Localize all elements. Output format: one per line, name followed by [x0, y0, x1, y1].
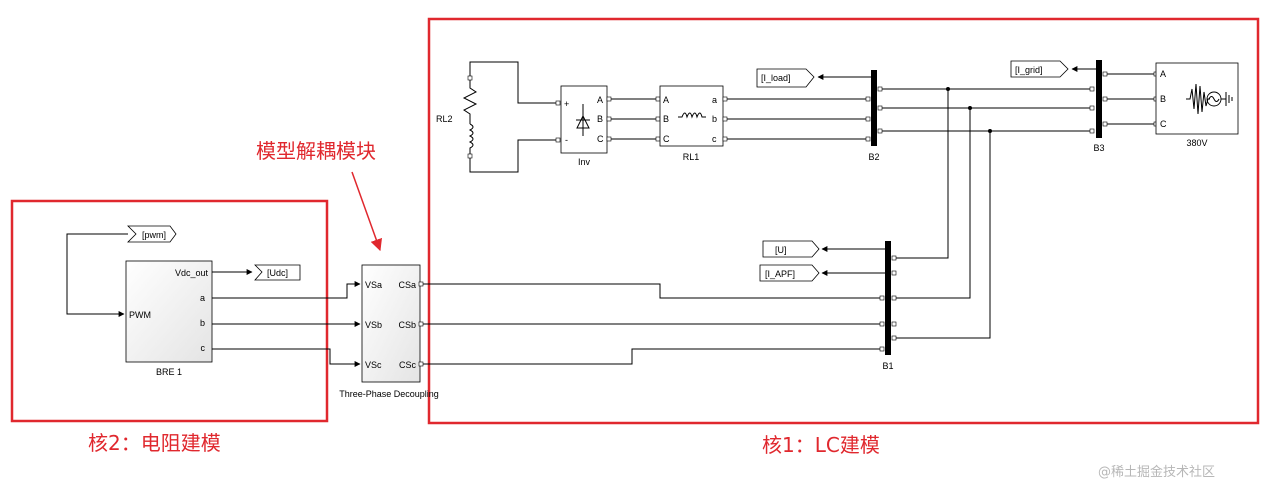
- core1-annotation: 核1：LC建模: [762, 433, 880, 457]
- i-grid-tag[interactable]: [1010, 60, 1069, 78]
- pwm-port-label: PWM: [129, 310, 151, 320]
- inv-c: C: [597, 134, 604, 144]
- core2-annotation: 核2：电阻建模: [88, 431, 221, 455]
- i-load-tag[interactable]: [756, 68, 815, 88]
- src-b: B: [1160, 94, 1166, 104]
- b3-bus[interactable]: [1096, 60, 1102, 138]
- a-port-label: a: [200, 293, 205, 303]
- inductor-icon: [678, 112, 706, 119]
- b1-name: B1: [882, 361, 893, 371]
- csc-label: CSc: [399, 360, 417, 370]
- pwm-tag[interactable]: [127, 225, 177, 243]
- src-c: C: [1160, 119, 1167, 129]
- i-apf-tag[interactable]: [759, 264, 820, 282]
- diode-icon: [576, 114, 590, 129]
- vdc-port-label: Vdc_out: [175, 268, 209, 278]
- rl1-b-out: b: [712, 114, 717, 124]
- vsc-label: VSc: [365, 360, 382, 370]
- rl2-block[interactable]: RL2: [436, 75, 478, 159]
- rl1-c-in: C: [663, 134, 670, 144]
- b1-bus[interactable]: [885, 241, 891, 355]
- inv-b: B: [597, 114, 603, 124]
- rl1-b-in: B: [663, 114, 669, 124]
- inverter-block[interactable]: + - A B C Inv: [560, 85, 608, 167]
- rl1-a-out: a: [712, 95, 717, 105]
- i-grid-tag-label: [I_grid]: [1015, 65, 1043, 75]
- decoupling-annotation: 模型解耦模块: [256, 139, 376, 163]
- rl1-block[interactable]: A B C a b c RL1: [659, 85, 724, 162]
- inv-name: Inv: [578, 157, 591, 167]
- vsa-label: VSa: [365, 280, 382, 290]
- ac-source-icon: [1186, 83, 1233, 115]
- inv-minus: -: [565, 135, 568, 145]
- udc-tag[interactable]: [254, 264, 301, 281]
- decoupling-block[interactable]: VSa VSb VSc CSa CSb CSc Three-Phase Deco…: [339, 264, 439, 399]
- u-tag-label: [U]: [775, 245, 787, 255]
- i-load-tag-label: [I_load]: [761, 73, 791, 83]
- pwm-tag-label: [pwm]: [142, 230, 166, 240]
- pwm-block[interactable]: PWM Vdc_out a b c BRE 1: [125, 260, 213, 377]
- rl1-name: RL1: [683, 152, 700, 162]
- core2-frame: [10, 199, 329, 423]
- rl1-a-in: A: [663, 95, 669, 105]
- rl1-c-out: c: [712, 134, 717, 144]
- decoupling-name: Three-Phase Decoupling: [339, 389, 439, 399]
- rl2-name: RL2: [436, 114, 453, 124]
- csb-label: CSb: [398, 320, 416, 330]
- csa-label: CSa: [398, 280, 416, 290]
- source-block[interactable]: A B C 380V: [1155, 62, 1239, 148]
- u-tag[interactable]: [762, 240, 820, 258]
- b3-name: B3: [1093, 143, 1104, 153]
- inv-a: A: [597, 95, 603, 105]
- b2-bus[interactable]: [871, 70, 877, 146]
- source-name: 380V: [1186, 138, 1207, 148]
- c-port-label: c: [201, 343, 206, 353]
- src-a: A: [1160, 69, 1166, 79]
- i-apf-tag-label: [I_APF]: [765, 269, 795, 279]
- watermark: @稀土掘金技术社区: [1098, 464, 1215, 480]
- b2-name: B2: [868, 152, 879, 162]
- vsb-label: VSb: [365, 320, 382, 330]
- pwm-block-name: BRE 1: [156, 367, 182, 377]
- udc-tag-label: [Udc]: [267, 268, 288, 278]
- inv-plus: +: [564, 99, 569, 109]
- decoupling-arrow: [351, 171, 382, 252]
- b-port-label: b: [200, 318, 205, 328]
- core1-frame: [427, 17, 1260, 425]
